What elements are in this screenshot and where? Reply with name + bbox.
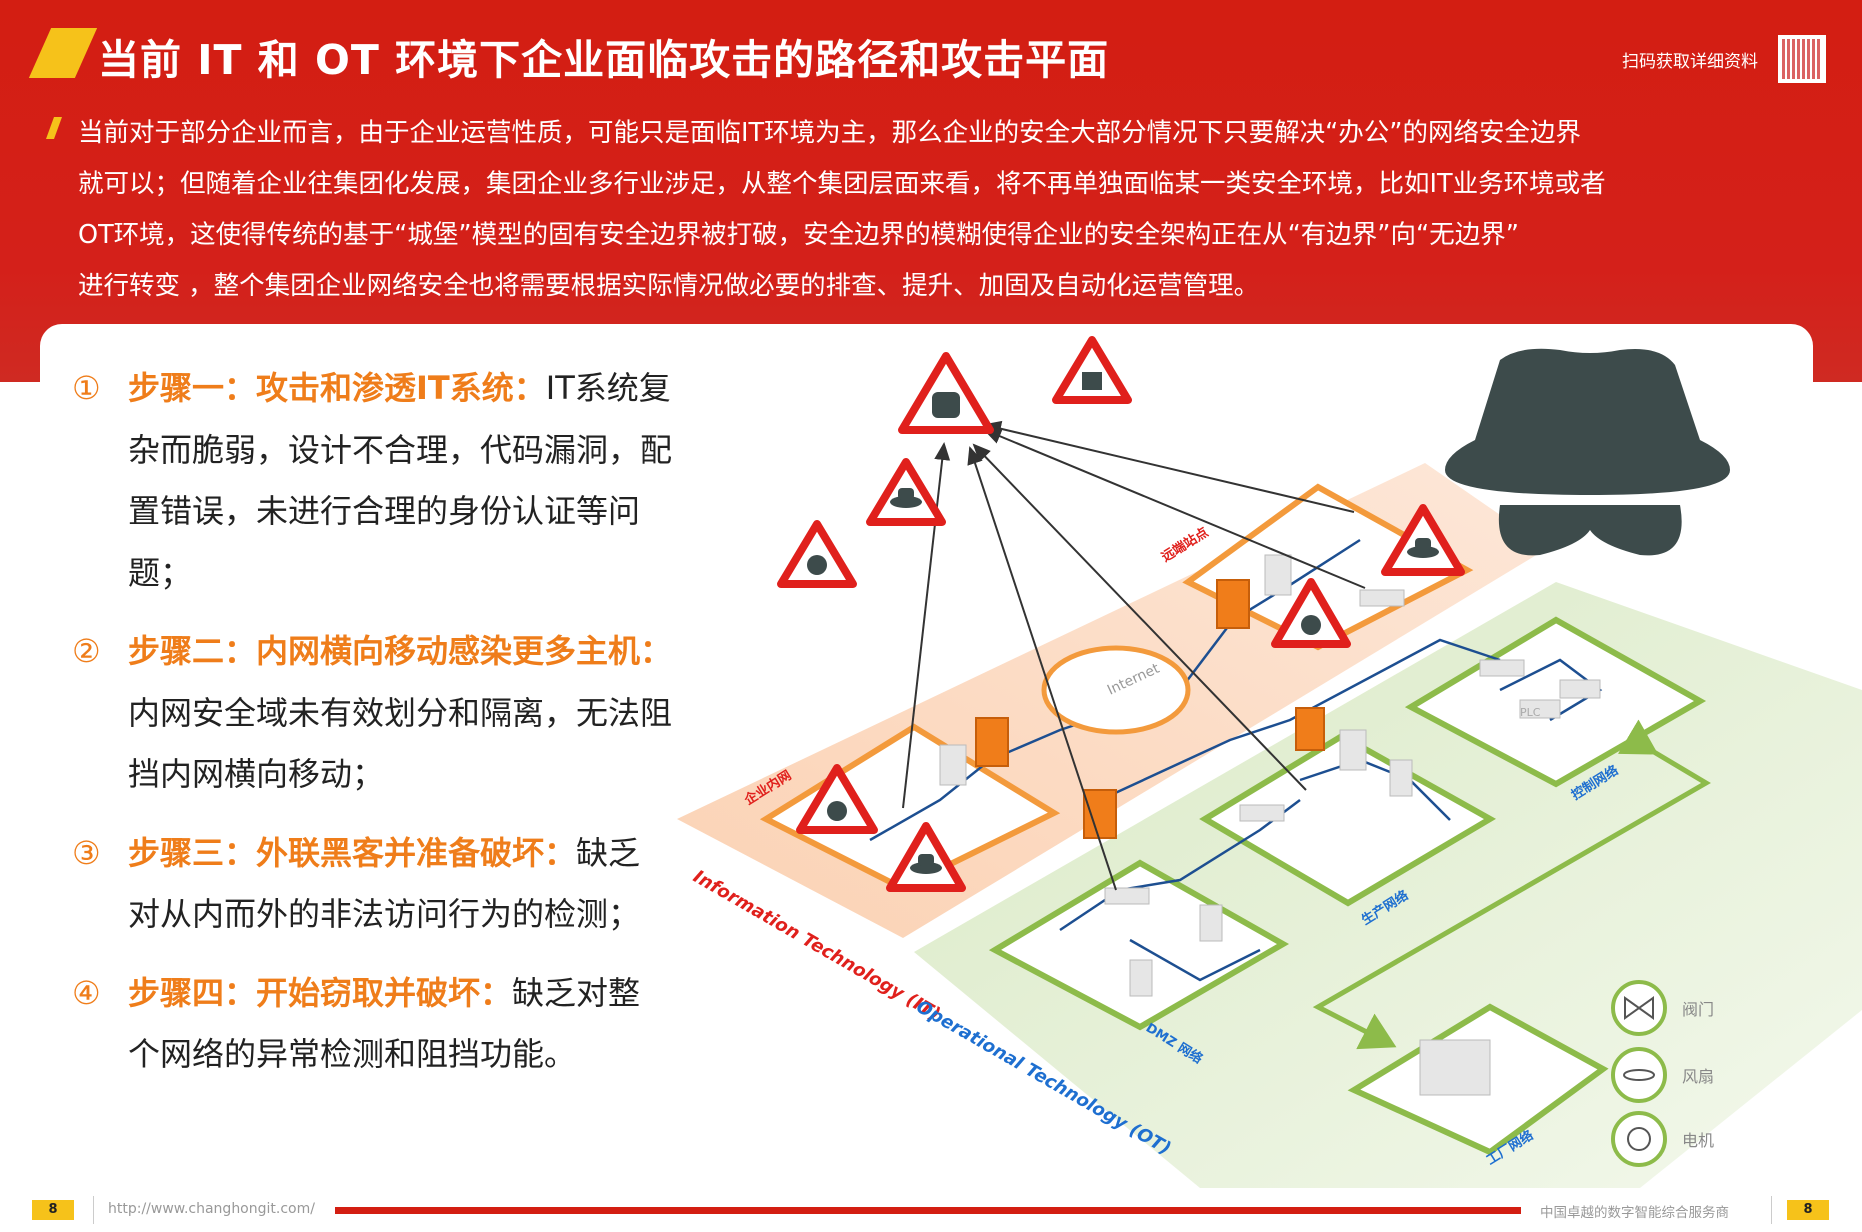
anchor-warning-icon xyxy=(1052,336,1132,404)
intro-line: 进行转变 ，整个集团企业网络安全也将需要根据实际情况做必要的排查、提升、加固及自… xyxy=(78,271,1260,301)
step-number: ① xyxy=(72,369,101,407)
server-icon xyxy=(1199,904,1223,942)
switch-icon xyxy=(1239,804,1285,822)
qr-code[interactable] xyxy=(1776,33,1828,85)
valve-device: 阀门 xyxy=(1611,980,1714,1036)
qr-label: 扫码获取详细资料 xyxy=(1622,52,1758,72)
page-number-left: 8 xyxy=(32,1200,74,1220)
biohazard-warning-icon xyxy=(1271,578,1351,648)
motor-device: 电机 xyxy=(1611,1111,1714,1167)
step-number: ④ xyxy=(72,973,101,1012)
page-title: 当前 IT 和 OT 环境下企业面临攻击的路径和攻击平面 xyxy=(98,36,1110,84)
server-icon xyxy=(1264,554,1292,596)
firewall-icon xyxy=(1083,789,1117,839)
warning-glyphs xyxy=(807,372,1439,874)
step-body: IT系统复杂而脆弱，设计不合理，代码漏洞，配置错误，未进行合理的身份认证等问题； xyxy=(128,369,673,592)
zone-remote-label: 远端站点 xyxy=(1159,524,1212,565)
motor-label: 电机 xyxy=(1682,1131,1714,1150)
switch-icon xyxy=(1104,887,1150,905)
warning-signs xyxy=(777,336,1465,892)
fan-device: 风扇 xyxy=(1611,1047,1714,1103)
intro-line: OT环境，这使得传统的基于“城堡”模型的固有安全边界被打破，安全边界的模糊使得企… xyxy=(78,220,1519,250)
factory-icon xyxy=(1419,1039,1491,1096)
plc-icon xyxy=(1559,679,1601,699)
firewalls xyxy=(975,579,1325,839)
step-heading: 步骤四：开始窃取并破坏： xyxy=(128,973,513,1012)
firewall-icon xyxy=(975,717,1009,767)
biohazard-warning-icon xyxy=(796,764,878,834)
intro-line: 当前对于部分企业而言，由于企业运营性质，可能只是面临IT环境为主，那么企业的安全… xyxy=(78,118,1582,148)
fan-icon xyxy=(1623,1069,1655,1081)
footer-bar xyxy=(335,1207,1521,1214)
footer-tagline: 中国卓越的数字智能综合服务商 xyxy=(1540,1205,1729,1221)
switch-icon xyxy=(1479,659,1525,677)
switch-icon xyxy=(1359,589,1405,607)
server-icon xyxy=(1339,729,1367,771)
zone-remote-box xyxy=(1182,483,1474,651)
valve-label: 阀门 xyxy=(1682,1000,1714,1019)
firewall-icon xyxy=(1295,707,1325,751)
step-number: ③ xyxy=(72,833,101,872)
motor-icon xyxy=(1627,1127,1651,1151)
valve-icon xyxy=(1624,996,1654,1020)
page-number-right: 8 xyxy=(1787,1200,1829,1220)
server-icon xyxy=(1129,959,1153,997)
step-heading: 步骤三：外联黑客并准备破坏： xyxy=(128,833,577,872)
step-heading: 步骤二：内网横向移动感染更多主机： xyxy=(128,632,673,670)
field-devices: 阀门 风扇 电机 xyxy=(1611,980,1714,1167)
attack-paths xyxy=(902,420,1366,891)
internet-cloud: Internet xyxy=(1041,645,1191,735)
step-body: 缺乏对整个网络的异常检测和阻挡功能。 xyxy=(128,973,641,1074)
network-devices xyxy=(939,554,1601,1096)
biohazard-warning-icon xyxy=(777,520,857,588)
step-3: ③ 步骤三：外联黑客并准备破坏：缺乏对从内而外的非法访问行为的检测； xyxy=(72,823,672,946)
server-icon xyxy=(939,744,967,786)
steps-list: ① 步骤一：攻击和渗透IT系统：IT系统复杂而脆弱，设计不合理，代码漏洞，配置错误… xyxy=(72,358,672,1103)
intro-line: 就可以；但随着企业往集团化发展，集团企业多行业涉足，从整个集团层面来看，将不再单… xyxy=(78,169,1606,199)
step-1: ① 步骤一：攻击和渗透IT系统：IT系统复杂而脆弱，设计不合理，代码漏洞，配置错误… xyxy=(72,358,672,604)
footer-divider xyxy=(1771,1196,1772,1224)
step-body: 内网安全域未有效划分和隔离，无法阻挡内网横向移动； xyxy=(128,693,673,794)
step-body: 缺乏对从内而外的非法访问行为的检测； xyxy=(128,833,641,934)
plc-label: PLC xyxy=(1520,706,1541,719)
fan-label: 风扇 xyxy=(1682,1067,1714,1086)
zone-enterprise-box xyxy=(759,723,1061,892)
footer-url[interactable]: http://www.changhongit.com/ xyxy=(108,1201,315,1217)
footer-divider xyxy=(93,1196,94,1224)
step-heading: 步骤一：攻击和渗透IT系统： xyxy=(128,369,546,407)
intro-paragraph: 当前对于部分企业而言，由于企业运营性质，可能只是面临IT环境为主，那么企业的安全… xyxy=(78,108,1838,312)
step-number: ② xyxy=(72,632,101,670)
firewall-icon xyxy=(1216,579,1250,629)
plc-icon xyxy=(1519,699,1561,719)
step-2: ② 步骤二：内网横向移动感染更多主机： 内网安全域未有效划分和隔离，无法阻挡内网横向… xyxy=(72,621,672,806)
server-icon xyxy=(1389,759,1413,797)
header-banner xyxy=(0,0,1862,382)
step-4: ④ 步骤四：开始窃取并破坏：缺乏对整个网络的异常检测和阻挡功能。 xyxy=(72,963,672,1086)
hacker-icon xyxy=(1445,348,1730,556)
flow-arrow xyxy=(1312,719,1711,1050)
